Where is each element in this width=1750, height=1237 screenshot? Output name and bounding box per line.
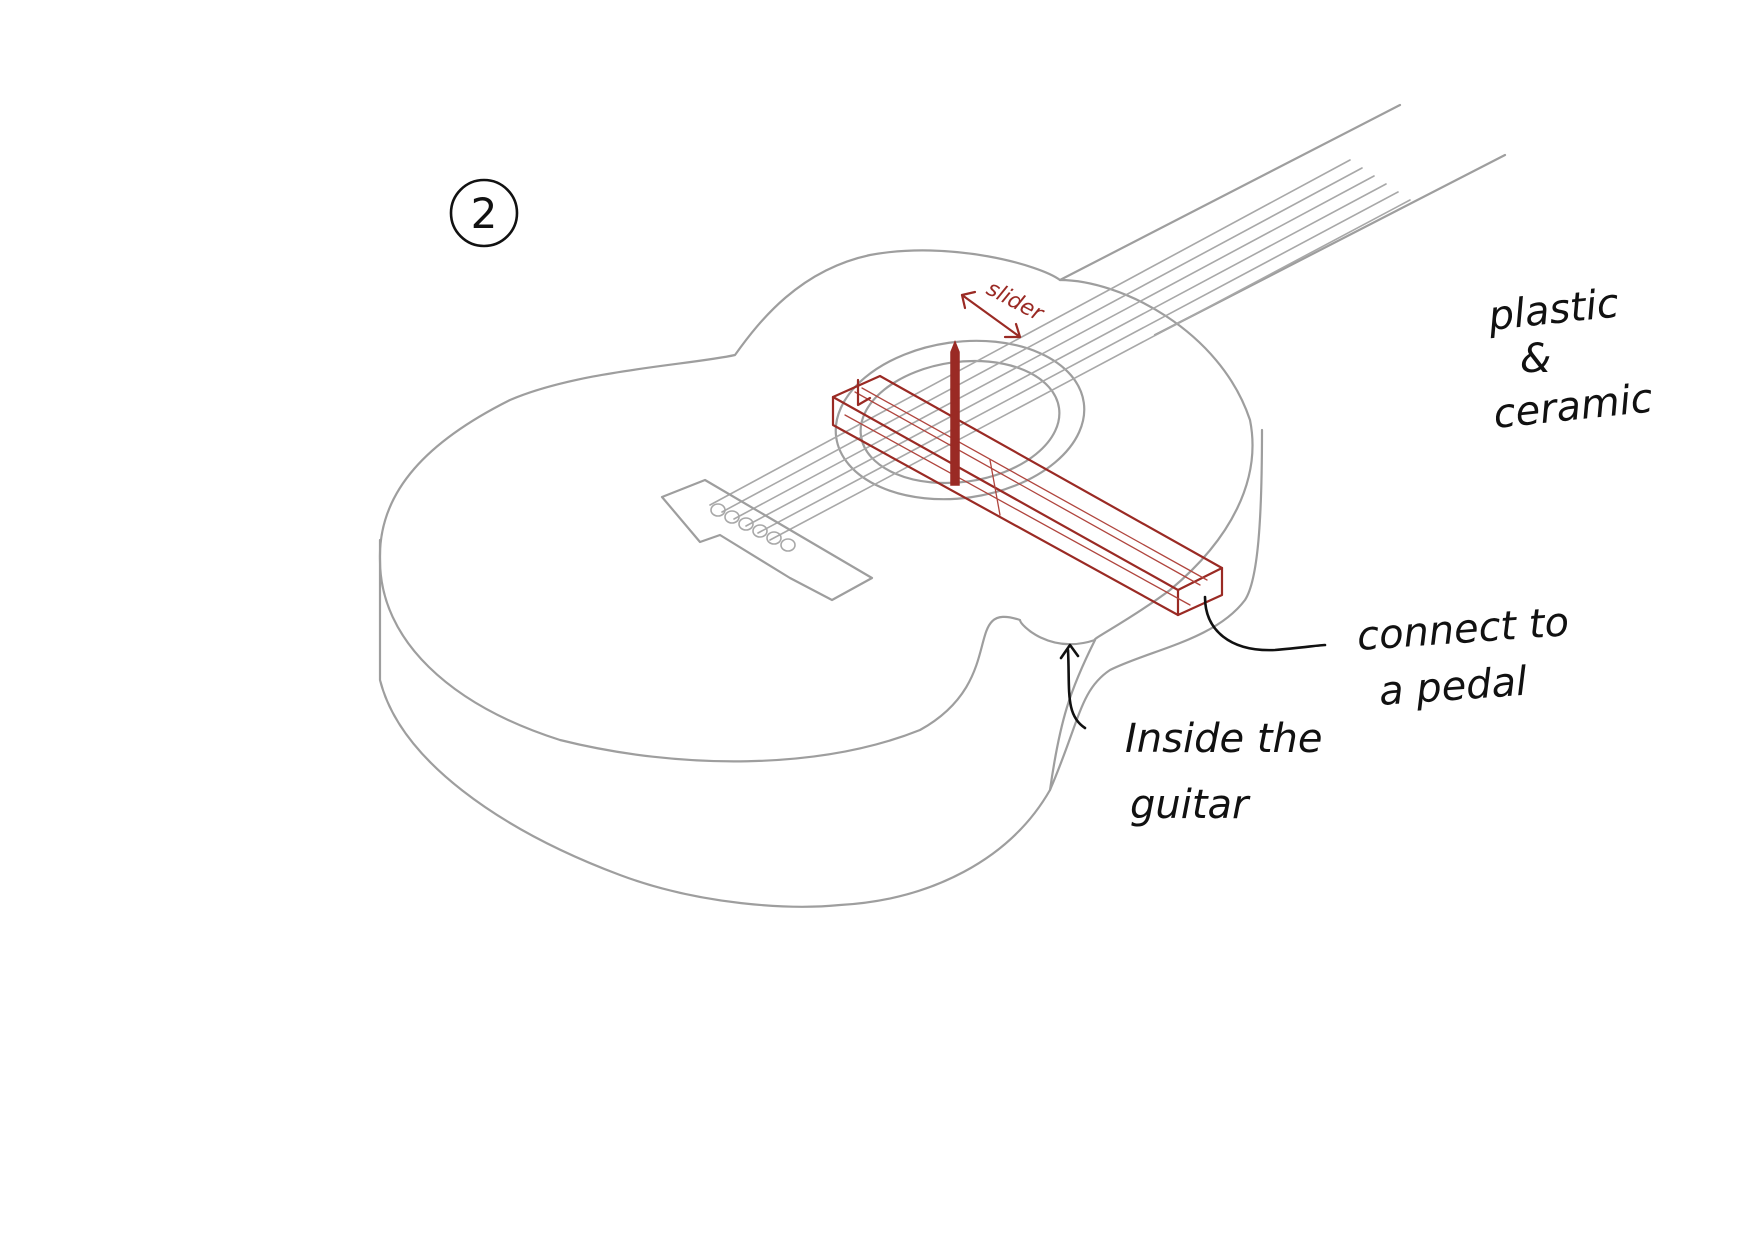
- pedal-note: connect to a pedal: [1205, 597, 1571, 715]
- guitar-strings: [710, 160, 1410, 540]
- slider-label: slider: [982, 276, 1049, 327]
- figure-number-text: 2: [471, 189, 498, 238]
- material-line-2: &: [1520, 336, 1551, 382]
- bridge: [662, 480, 872, 600]
- slider-inner-line-3: [845, 415, 1190, 605]
- slider-bar-front: [833, 397, 1178, 615]
- bridge-pin-4: [753, 525, 767, 537]
- material-line-1: plastic: [1485, 281, 1621, 341]
- string-2: [722, 168, 1362, 512]
- figure-number: 2: [451, 180, 517, 246]
- string-5: [758, 192, 1398, 533]
- pedal-leader-line: [1205, 597, 1325, 650]
- slider-bar-end: [1178, 568, 1222, 615]
- string-6: [770, 200, 1410, 540]
- bridge-pin-6: [781, 539, 795, 551]
- guitar-neck: [1060, 105, 1505, 335]
- material-note: plastic & ceramic: [1485, 281, 1655, 438]
- string-3: [734, 176, 1374, 519]
- pedal-line-1: connect to: [1355, 599, 1570, 660]
- slider-mechanism: slider: [833, 276, 1222, 615]
- string-4: [746, 184, 1386, 526]
- guitar-top-outline: [380, 250, 1253, 761]
- inside-arrow-curve: [1068, 650, 1085, 728]
- string-1: [710, 160, 1350, 505]
- slider-vertical-post: [951, 342, 959, 485]
- pedal-line-2: a pedal: [1377, 659, 1528, 715]
- slider-inner-line-1: [855, 392, 1200, 585]
- inside-line-1: Inside the: [1125, 716, 1322, 762]
- slider-cross-line: [990, 460, 1000, 515]
- inside-note: Inside the guitar: [1061, 645, 1322, 828]
- inside-line-2: guitar: [1130, 782, 1251, 828]
- slider-inner-line-2: [862, 388, 1207, 580]
- material-line-3: ceramic: [1491, 376, 1655, 438]
- bridge-pin-1: [711, 504, 725, 516]
- guitar-side-wall: [380, 430, 1262, 907]
